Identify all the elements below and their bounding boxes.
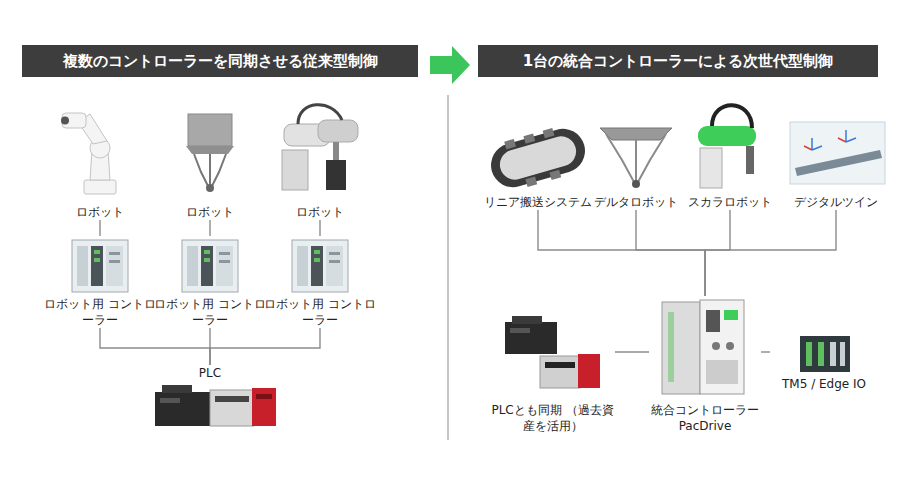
io-item: TM5 / Edge IO [770,332,878,392]
item-label: ロボット用 コントローラー [40,296,160,328]
robot-controller [182,240,238,292]
item-label: TM5 / Edge IO [770,376,878,392]
item-label: ロボット [50,204,150,220]
controller-item: 統合コントローラー PacDrive [649,296,761,434]
device-item: スカラロボット [684,118,776,210]
plc-item: PLCとも同期 （過去資産を活用） [490,312,615,434]
item-label: PLC [150,365,270,381]
connector-line [636,210,705,296]
divider-line [447,95,448,440]
plc-unit [505,316,600,388]
robot-item: ロボット [270,108,370,220]
scara-robot [282,105,358,190]
connector-line [761,351,770,352]
io-module [800,336,850,372]
device-item: リニア搬送システム [480,118,596,210]
digital-twin-image [790,122,885,184]
item-label: デルタロボット [592,194,680,210]
controller-item: ロボット用 コントローラー [150,236,270,328]
connector-line [615,351,649,352]
item-label: リニア搬送システム [480,194,596,210]
robot-item: ロボット [160,108,260,220]
scara-robot [698,105,756,188]
controller-item: ロボット用 コントローラー [40,236,160,328]
robot-controller [72,240,128,292]
device-item: デジタルツイン [782,118,890,210]
header-band: 1台の統合コントローラーによる次世代型制御 [478,45,878,77]
item-label: 統合コントローラー PacDrive [649,402,761,434]
connector-line [705,210,836,296]
plc-unit [155,385,276,426]
item-label: デジタルツイン [782,194,890,210]
item-label: ロボット用 コントローラー [260,296,380,328]
controller-item: ロボット用 コントローラー [260,236,380,328]
connector-line [538,210,705,296]
connector-line [100,328,210,365]
header-text: 1台の統合コントローラーによる次世代型制御 [523,51,833,71]
device-item: デルタロボット [592,118,680,210]
header-band: 複数のコントローラーを同期させる従来型制御 [22,45,418,77]
articulated-robot [61,113,116,194]
integrated-controller [662,300,744,394]
connector-line [209,220,210,236]
transition-arrow [430,46,470,84]
header-text: 複数のコントローラーを同期させる従来型制御 [63,51,378,71]
linear-transport [485,121,591,196]
delta-robot [600,128,672,188]
item-label: ロボット [270,204,370,220]
item-label: PLCとも同期 （過去資産を活用） [490,402,615,434]
connector-line [705,210,730,296]
item-label: ロボット用 コントローラー [150,296,270,328]
connector-line [210,328,320,365]
robot-controller [292,240,348,292]
connector-line [319,220,320,236]
item-label: スカラロボット [684,194,776,210]
connector-line [99,220,100,236]
robot-item: ロボット [50,108,150,220]
item-label: ロボット [160,204,260,220]
plc-item: PLC [150,365,270,429]
delta-robot [186,114,234,192]
